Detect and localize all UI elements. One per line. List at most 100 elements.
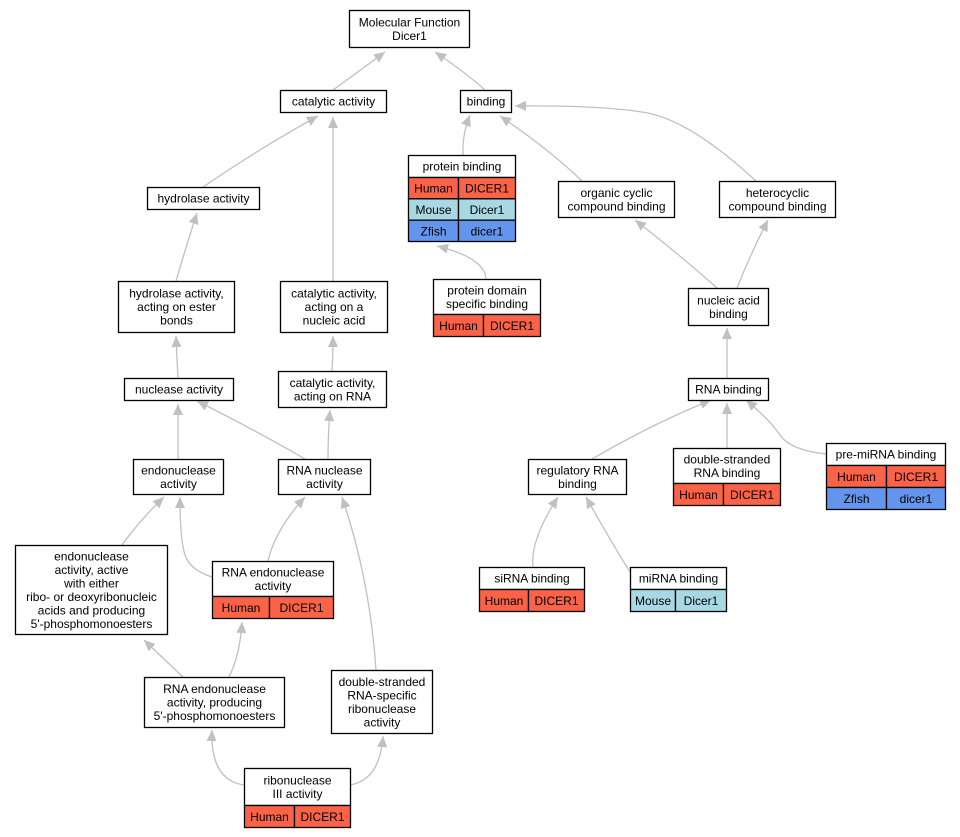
term-box bbox=[718, 180, 837, 219]
species-label: Human bbox=[414, 182, 453, 196]
term-label-line: organic cyclic bbox=[580, 186, 652, 200]
species-label: Human bbox=[439, 319, 478, 333]
edges-layer bbox=[121, 51, 827, 786]
edge-line bbox=[585, 496, 631, 573]
term-label-line: activity bbox=[255, 579, 292, 593]
species-label: Zfish bbox=[843, 492, 869, 506]
go-term-catalytic-rna[interactable]: catalytic activity,acting on RNA bbox=[277, 370, 388, 409]
go-term-hydrolase[interactable]: hydrolase activity bbox=[146, 186, 261, 211]
term-label-line: hydrolase activity, bbox=[129, 287, 223, 301]
term-box bbox=[143, 676, 286, 729]
term-label-line: RNA binding bbox=[694, 466, 761, 480]
edge-regulatory_rna-to-rna_binding bbox=[591, 399, 712, 460]
term-label-line: binding bbox=[709, 307, 748, 321]
gene-cell bbox=[293, 804, 352, 829]
arrowhead-icon bbox=[547, 497, 558, 509]
term-box bbox=[14, 544, 169, 636]
edge-line bbox=[634, 219, 718, 289]
term-label-line: compound binding bbox=[728, 199, 826, 213]
edge-line bbox=[745, 399, 827, 455]
term-box bbox=[687, 377, 770, 402]
term-label-line: heterocyclic bbox=[746, 186, 809, 200]
go-term-ds-rna-ribonuclease[interactable]: double-strandedRNA-specificribonucleasea… bbox=[330, 669, 434, 735]
gene-cell bbox=[527, 588, 586, 613]
term-label-line: catalytic activity, bbox=[291, 287, 377, 301]
term-label-line: ribonuclease bbox=[348, 702, 416, 716]
arrowhead-icon bbox=[377, 736, 388, 748]
term-label-line: nucleic acid bbox=[697, 293, 760, 307]
edge-nuclease-to-hydrolase_ester bbox=[171, 335, 182, 379]
arrowhead-icon bbox=[236, 622, 247, 634]
species-label: Mouse bbox=[635, 594, 671, 608]
term-box bbox=[279, 89, 388, 114]
term-label-line: Dicer1 bbox=[392, 29, 427, 43]
term-box bbox=[279, 280, 389, 334]
term-box bbox=[557, 180, 676, 219]
go-term-nuclease[interactable]: nuclease activity bbox=[123, 377, 235, 402]
edge-rna_endo_5p-to-rna_endonuclease bbox=[228, 621, 247, 678]
gene-cell bbox=[674, 588, 728, 613]
go-term-binding[interactable]: binding bbox=[459, 89, 513, 114]
term-label-line: activity bbox=[306, 477, 343, 491]
term-label-line: binding bbox=[558, 477, 597, 491]
edge-mirna-to-regulatory_rna bbox=[585, 496, 631, 573]
gene-label: DICER1 bbox=[300, 810, 344, 824]
edge-ribonuclease_iii-to-ds_rna_ribonuclease bbox=[349, 735, 388, 786]
arrowhead-icon bbox=[144, 640, 156, 652]
gene-cell bbox=[268, 595, 335, 620]
arrowhead-icon bbox=[500, 116, 512, 127]
term-label-line: binding bbox=[467, 95, 506, 109]
gene-label: DICER1 bbox=[279, 601, 323, 615]
gene-label: Dicer1 bbox=[470, 203, 505, 217]
gene-label: Dicer1 bbox=[684, 594, 719, 608]
go-term-rna-binding[interactable]: RNA binding bbox=[687, 377, 770, 402]
edge-ds_rna_ribonuclease-to-rna_nuclease bbox=[340, 496, 377, 671]
term-label-line: RNA endonuclease bbox=[163, 682, 266, 696]
term-label-line: specific binding bbox=[446, 297, 528, 311]
term-label-line: activity bbox=[160, 477, 197, 491]
species-label: Zfish bbox=[420, 224, 446, 238]
edge-sirna-to-regulatory_rna bbox=[532, 496, 559, 568]
gene-cell bbox=[722, 482, 782, 507]
term-label-line: acting on ester bbox=[137, 300, 216, 314]
edge-binding-to-root bbox=[434, 51, 486, 91]
term-label-line: acting on RNA bbox=[294, 389, 371, 403]
species-label: Human bbox=[837, 470, 876, 484]
term-label-line: with either bbox=[63, 576, 119, 590]
arrowhead-icon bbox=[635, 220, 647, 231]
edge-rna_binding-to-nucleic_acid_binding bbox=[722, 328, 732, 379]
term-label-line: ribonuclease bbox=[263, 773, 331, 787]
term-box bbox=[117, 280, 236, 334]
arrowhead-icon bbox=[173, 404, 183, 415]
gene-cell bbox=[457, 219, 517, 243]
term-label-line: pre-miRNA binding bbox=[836, 448, 937, 462]
term-label-line: siRNA binding bbox=[494, 572, 569, 586]
go-term-catalytic[interactable]: catalytic activity bbox=[279, 89, 388, 114]
term-label-line: activity, producing bbox=[167, 696, 262, 710]
